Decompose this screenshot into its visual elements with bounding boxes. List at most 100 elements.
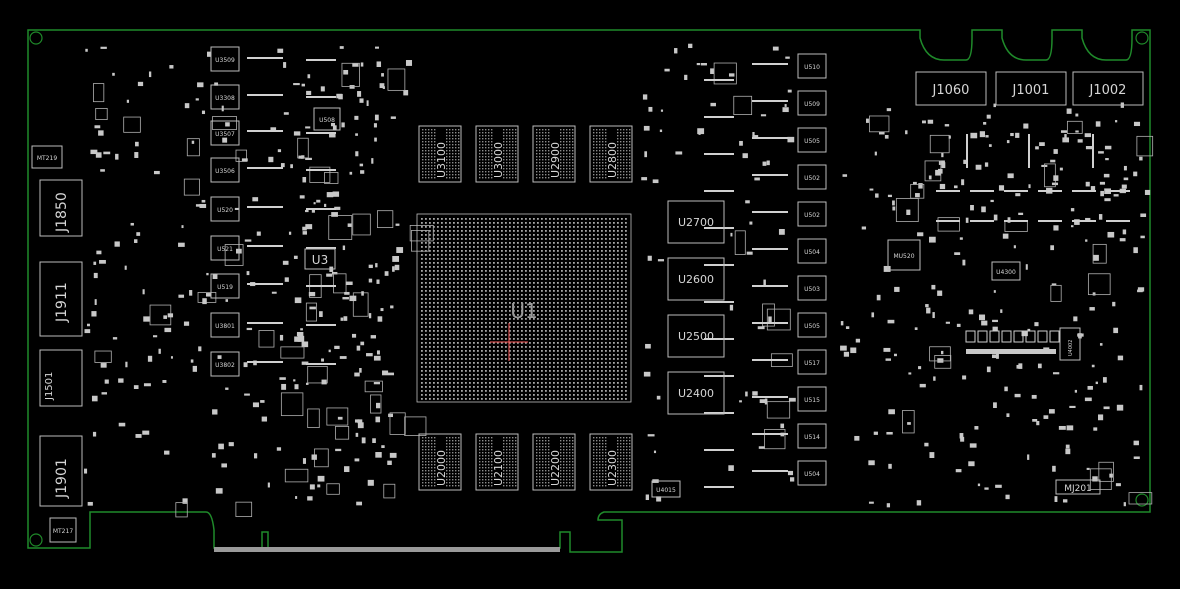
passive-pad bbox=[99, 259, 106, 264]
bga-ball bbox=[433, 362, 435, 364]
bga-ball bbox=[625, 366, 627, 368]
passive-pad bbox=[405, 60, 413, 66]
memory-ball bbox=[629, 479, 631, 481]
passive-pad bbox=[225, 122, 230, 127]
memory-ball bbox=[509, 479, 511, 481]
memory-ball bbox=[593, 132, 595, 134]
bga-ball bbox=[565, 362, 567, 364]
bga-ball bbox=[549, 286, 551, 288]
passive-pad bbox=[984, 162, 989, 167]
bga-ball bbox=[529, 226, 531, 228]
memory-ball bbox=[569, 473, 571, 475]
bga-ball bbox=[581, 302, 583, 304]
bga-ball bbox=[561, 306, 563, 308]
memory-ball bbox=[509, 138, 511, 140]
bga-ball bbox=[513, 318, 515, 320]
memory-ball bbox=[458, 470, 460, 472]
bga-ball bbox=[537, 334, 539, 336]
memory-ball bbox=[566, 144, 568, 146]
bga-ball bbox=[545, 378, 547, 380]
passive-pad bbox=[700, 63, 707, 66]
bga-ball bbox=[593, 330, 595, 332]
bga-ball bbox=[601, 226, 603, 228]
passive-pad bbox=[137, 81, 144, 87]
memory-ball bbox=[491, 165, 493, 167]
bga-ball bbox=[613, 350, 615, 352]
bga-ball bbox=[505, 334, 507, 336]
bga-ball bbox=[609, 378, 611, 380]
bga-ball bbox=[601, 254, 603, 256]
bga-ball bbox=[585, 362, 587, 364]
memory-ball bbox=[506, 485, 508, 487]
bga-ball bbox=[609, 346, 611, 348]
passive-pad bbox=[893, 353, 897, 357]
memory-ball bbox=[452, 162, 454, 164]
bga-ball bbox=[489, 382, 491, 384]
memory-ball bbox=[563, 485, 565, 487]
memory-ball bbox=[455, 443, 457, 445]
bga-ball bbox=[485, 390, 487, 392]
bga-ball bbox=[465, 398, 467, 400]
bga-ball bbox=[605, 338, 607, 340]
bga-ball bbox=[541, 342, 543, 344]
bga-ball bbox=[441, 310, 443, 312]
memory-ball bbox=[431, 455, 433, 457]
memory-ball bbox=[434, 458, 436, 460]
memory-ball bbox=[623, 485, 625, 487]
bga-ball bbox=[557, 370, 559, 372]
bga-ball bbox=[501, 350, 503, 352]
bga-ball bbox=[513, 282, 515, 284]
bga-ball bbox=[437, 346, 439, 348]
memory-ball bbox=[539, 132, 541, 134]
passive-pad bbox=[647, 255, 652, 261]
bga-ball bbox=[557, 314, 559, 316]
bga-ball bbox=[597, 382, 599, 384]
memory-ball bbox=[602, 135, 604, 137]
memory-ball bbox=[491, 156, 493, 158]
memory-ball bbox=[503, 135, 505, 137]
memory-ball bbox=[563, 443, 565, 445]
memory-ball bbox=[479, 165, 481, 167]
passive-pad bbox=[382, 370, 389, 376]
memory-ball bbox=[536, 177, 538, 179]
passive-pad bbox=[1043, 415, 1049, 419]
board-outline bbox=[27, 29, 1151, 553]
passive-pad bbox=[134, 239, 138, 243]
bga-ball bbox=[577, 254, 579, 256]
memory-ball bbox=[560, 129, 562, 131]
bga-ball bbox=[505, 318, 507, 320]
memory-ball bbox=[542, 470, 544, 472]
bga-ball bbox=[497, 362, 499, 364]
memory-ball bbox=[506, 147, 508, 149]
bga-ball bbox=[509, 250, 511, 252]
memory-ball bbox=[599, 461, 601, 463]
bga-ball bbox=[493, 254, 495, 256]
memory-ball bbox=[569, 479, 571, 481]
bga-ball bbox=[553, 242, 555, 244]
bga-ball bbox=[609, 306, 611, 308]
bga-ball bbox=[621, 350, 623, 352]
memory-chip-label: U2900 bbox=[549, 142, 562, 178]
bga-ball bbox=[429, 274, 431, 276]
memory-ball bbox=[449, 479, 451, 481]
memory-ball bbox=[479, 150, 481, 152]
memory-ball bbox=[515, 482, 517, 484]
bga-ball bbox=[601, 310, 603, 312]
bga-ball bbox=[433, 218, 435, 220]
bga-ball bbox=[509, 246, 511, 248]
passive-pad bbox=[1133, 456, 1140, 459]
passive-pad bbox=[1016, 364, 1020, 369]
bga-ball bbox=[585, 294, 587, 296]
memory-ball bbox=[593, 479, 595, 481]
bga-ball bbox=[597, 306, 599, 308]
bga-ball bbox=[461, 330, 463, 332]
bga-ball bbox=[597, 350, 599, 352]
bga-ball bbox=[489, 318, 491, 320]
bga-ball bbox=[473, 394, 475, 396]
bga-ball bbox=[465, 394, 467, 396]
bga-ball bbox=[477, 298, 479, 300]
bga-ball bbox=[453, 242, 455, 244]
bga-ball bbox=[625, 226, 627, 228]
passive-pad bbox=[1027, 454, 1030, 460]
bga-ball bbox=[465, 390, 467, 392]
